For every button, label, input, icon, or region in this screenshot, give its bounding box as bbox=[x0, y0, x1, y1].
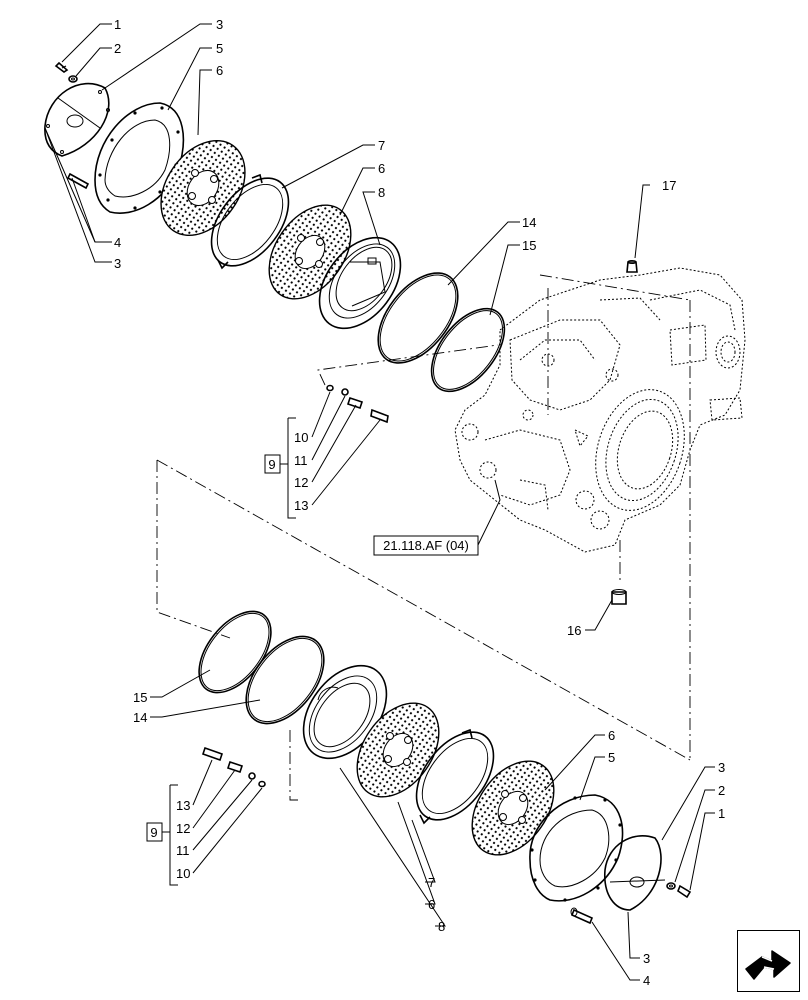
callout-top-8: 8 bbox=[378, 185, 385, 200]
piston-part-top bbox=[318, 236, 402, 330]
cover-plate-part-bottom bbox=[604, 835, 666, 911]
callout-top-2: 2 bbox=[114, 41, 121, 56]
group-box-top bbox=[264, 454, 281, 474]
callout-top-15: 15 bbox=[522, 238, 536, 253]
callout-numbers: 1 2 3 5 6 4 3 7 6 8 14 15 17 10 11 12 13… bbox=[114, 17, 725, 988]
friction-disc-part-bottom-1 bbox=[356, 702, 440, 798]
next-page-button[interactable] bbox=[737, 930, 800, 992]
callout-bot-10: 10 bbox=[176, 866, 190, 881]
bleed-parts-top bbox=[326, 384, 389, 424]
group-box-bottom bbox=[146, 822, 163, 842]
axle-housing bbox=[454, 267, 746, 553]
callout-top-6b: 6 bbox=[378, 161, 385, 176]
group-label-top: 9 bbox=[268, 457, 275, 472]
callout-top-13: 13 bbox=[294, 498, 308, 513]
callout-bot-5: 5 bbox=[608, 750, 615, 765]
o-ring-part-top-15 bbox=[430, 307, 506, 393]
callout-top-4: 4 bbox=[114, 235, 121, 250]
callout-top-10: 10 bbox=[294, 430, 308, 445]
pin-part-bottom bbox=[570, 907, 594, 925]
callout-bot-13: 13 bbox=[176, 798, 190, 813]
next-page-arrow-icon bbox=[745, 950, 791, 980]
reference-box bbox=[373, 535, 479, 556]
callout-top-3b: 3 bbox=[114, 256, 121, 271]
friction-disc-part-top-2 bbox=[268, 204, 352, 300]
callout-bot-6b: 6 bbox=[428, 897, 435, 912]
callout-top-11: 11 bbox=[294, 453, 308, 468]
callout-top-5: 5 bbox=[216, 41, 223, 56]
bleed-parts-bottom bbox=[201, 746, 266, 788]
callout-top-7: 7 bbox=[378, 138, 385, 153]
callout-mid-16: 16 bbox=[567, 623, 581, 638]
callout-top-17: 17 bbox=[662, 178, 676, 193]
callout-top-6a: 6 bbox=[216, 63, 223, 78]
steel-plate-part-top bbox=[210, 173, 290, 270]
cover-plate-part-top bbox=[44, 82, 110, 157]
callout-bot-4: 4 bbox=[643, 973, 650, 988]
friction-disc-part-bottom-2 bbox=[471, 760, 555, 856]
callout-bot-6a: 6 bbox=[608, 728, 615, 743]
o-ring-part-top-14 bbox=[377, 272, 459, 364]
pin-part-top bbox=[66, 172, 90, 190]
steel-plate-part-bottom bbox=[415, 728, 495, 825]
callout-top-14: 14 bbox=[522, 215, 536, 230]
callout-top-12: 12 bbox=[294, 475, 308, 490]
callout-bot-3a: 3 bbox=[718, 760, 725, 775]
callout-bot-11: 11 bbox=[176, 843, 190, 858]
callout-bot-12: 12 bbox=[176, 821, 190, 836]
callout-bot-15: 15 bbox=[133, 690, 147, 705]
callout-bot-7: 7 bbox=[428, 875, 435, 890]
dowel-part-16 bbox=[611, 589, 627, 605]
callout-top-1: 1 bbox=[114, 17, 121, 32]
washer-part-bottom bbox=[666, 882, 676, 890]
callout-bot-2: 2 bbox=[718, 783, 725, 798]
callout-top-3a: 3 bbox=[216, 17, 223, 32]
callout-bot-8: 8 bbox=[438, 919, 445, 934]
assembly-axis-lines bbox=[156, 274, 691, 801]
callout-bot-3b: 3 bbox=[643, 951, 650, 966]
friction-disc-part-top-1 bbox=[160, 139, 246, 237]
washer-part-top bbox=[68, 75, 78, 83]
callout-bot-1: 1 bbox=[718, 806, 725, 821]
callout-bot-14: 14 bbox=[133, 710, 147, 725]
fitting-part-17 bbox=[626, 260, 638, 273]
bolt-part-bottom bbox=[677, 884, 692, 899]
flange-ring-part-bottom bbox=[529, 794, 624, 902]
reference-label[interactable]: 21.118.AF (04) bbox=[383, 538, 469, 553]
o-ring-part-bottom-14 bbox=[245, 635, 325, 725]
leader-lines bbox=[44, 23, 715, 981]
group-label-bottom: 9 bbox=[150, 825, 157, 840]
bolt-part-top bbox=[54, 61, 69, 73]
